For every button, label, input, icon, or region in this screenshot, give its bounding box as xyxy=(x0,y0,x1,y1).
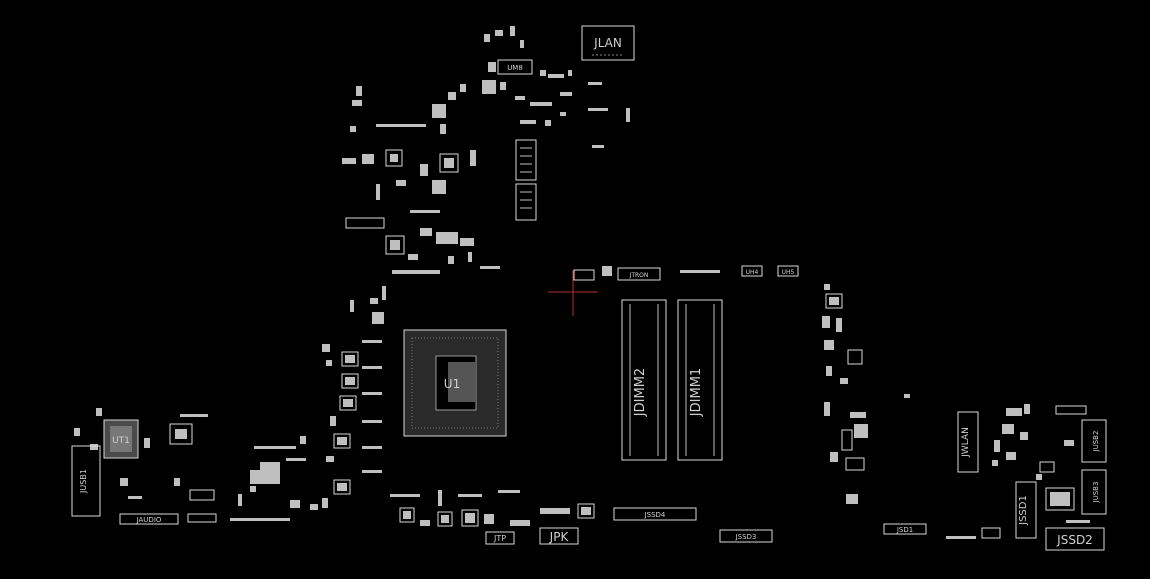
label-ut1: UT1 xyxy=(112,436,130,446)
label-jdimm2: JDIMM2 xyxy=(633,368,648,417)
component-column-right-center xyxy=(822,284,910,504)
label-jtp: JTP xyxy=(493,534,506,543)
label-jssd1: JSSD1 xyxy=(1018,495,1029,526)
slot-jdimm1[interactable]: JDIMM1 xyxy=(677,299,723,461)
label-jpk: JPK xyxy=(549,530,570,544)
connector-jssd4[interactable]: JSSD4 xyxy=(613,507,697,521)
component-cluster-audio xyxy=(74,408,217,523)
chip-uh4[interactable]: UH4 xyxy=(741,265,763,277)
label-jusb2: JUSB2 xyxy=(1092,431,1100,453)
component-cluster-left-upper xyxy=(342,84,500,274)
label-jssd2: JSSD2 xyxy=(1056,533,1093,547)
component-row-bottom xyxy=(390,490,595,527)
label-jsd1: JSD1 xyxy=(896,526,913,534)
connector-jssd3[interactable]: JSSD3 xyxy=(719,529,773,543)
chip-ut1[interactable]: UT1 xyxy=(103,419,139,459)
chip-u1-cpu[interactable]: U1 xyxy=(403,329,507,437)
label-jdimm1: JDIMM1 xyxy=(689,368,704,417)
label-u1: U1 xyxy=(444,377,460,391)
component-cluster-top: UM8 xyxy=(482,26,630,148)
label-jusb1: JUSB1 xyxy=(79,469,88,494)
label-jusb3: JUSB3 xyxy=(1092,482,1100,504)
connector-jssd1[interactable]: JSSD1 xyxy=(1015,481,1037,539)
label-uh4: UH4 xyxy=(746,269,759,276)
label-um8: UM8 xyxy=(507,64,523,72)
chip-uh5[interactable]: UH5 xyxy=(777,265,799,277)
connector-jtron[interactable]: JTRON xyxy=(573,266,720,281)
label-jssd3: JSSD3 xyxy=(735,533,757,541)
label-jtron: JTRON xyxy=(629,272,649,279)
connector-jtp[interactable]: JTP xyxy=(485,531,515,545)
label-jlan: JLAN xyxy=(593,36,622,50)
component-cluster-left-bottom xyxy=(230,436,328,521)
connector-jusb3[interactable]: JUSB3 xyxy=(1081,469,1107,515)
component-cluster-right xyxy=(946,404,1090,539)
connector-jssd2[interactable]: JSSD2 xyxy=(1045,527,1105,551)
connector-jsd1[interactable]: JSD1 xyxy=(883,523,927,535)
connector-jusb2[interactable]: JUSB2 xyxy=(1081,419,1107,463)
connector-jusb1[interactable]: JUSB1 xyxy=(71,445,101,517)
cursor-crosshair xyxy=(548,270,598,316)
connector-jwlan[interactable]: JWLAN xyxy=(957,411,979,473)
label-uh5: UH5 xyxy=(782,269,795,276)
connector-jlan[interactable]: JLAN xyxy=(581,25,635,61)
component-column-left-cpu xyxy=(322,286,386,495)
label-jwlan: JWLAN xyxy=(961,427,971,458)
connector-jpk[interactable]: JPK xyxy=(539,527,579,545)
slot-jdimm2[interactable]: JDIMM2 xyxy=(621,299,667,461)
label-jaudio: JAUDIO xyxy=(136,516,162,524)
label-jssd4: JSSD4 xyxy=(644,511,666,519)
connector-jaudio[interactable]: JAUDIO xyxy=(119,513,179,525)
component-column-center xyxy=(515,139,537,221)
